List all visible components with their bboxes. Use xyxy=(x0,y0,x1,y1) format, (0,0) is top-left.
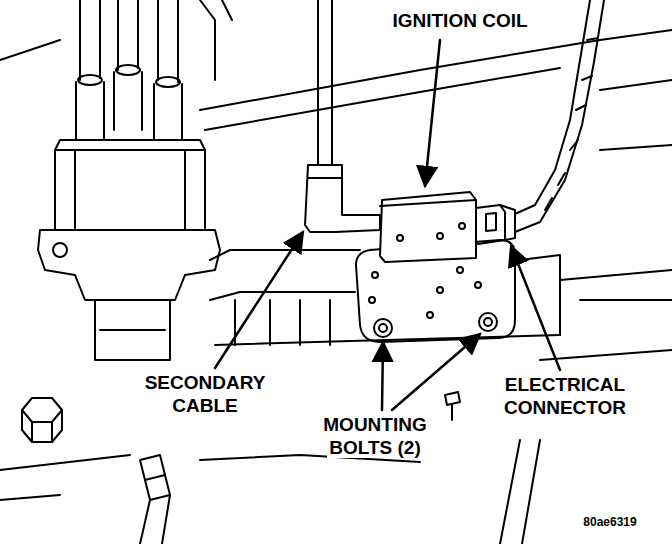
part-label: SECONDARY CABLE xyxy=(143,372,268,416)
secondary-cable xyxy=(305,0,380,232)
ignition-coil xyxy=(380,192,476,262)
label-box: ELECTRICAL CONNECTOR xyxy=(468,374,662,420)
small-bolt xyxy=(445,392,460,420)
part-label: IGNITION COIL xyxy=(390,10,529,31)
label-box: 80ae6319 xyxy=(560,512,660,530)
label-box: MOUNTING BOLTS (2) xyxy=(300,414,450,460)
part-label: ELECTRICAL CONNECTOR xyxy=(502,374,628,418)
hex-nut xyxy=(22,398,62,442)
electrical-connector xyxy=(476,0,604,244)
label-box: IGNITION COIL xyxy=(350,10,570,33)
figure-code: 80ae6319 xyxy=(581,515,638,529)
distributor xyxy=(38,0,232,360)
stud xyxy=(140,455,170,544)
part-label: MOUNTING BOLTS (2) xyxy=(321,414,428,458)
leader-arrows xyxy=(215,40,560,410)
label-box: SECONDARY CABLE xyxy=(125,372,285,418)
